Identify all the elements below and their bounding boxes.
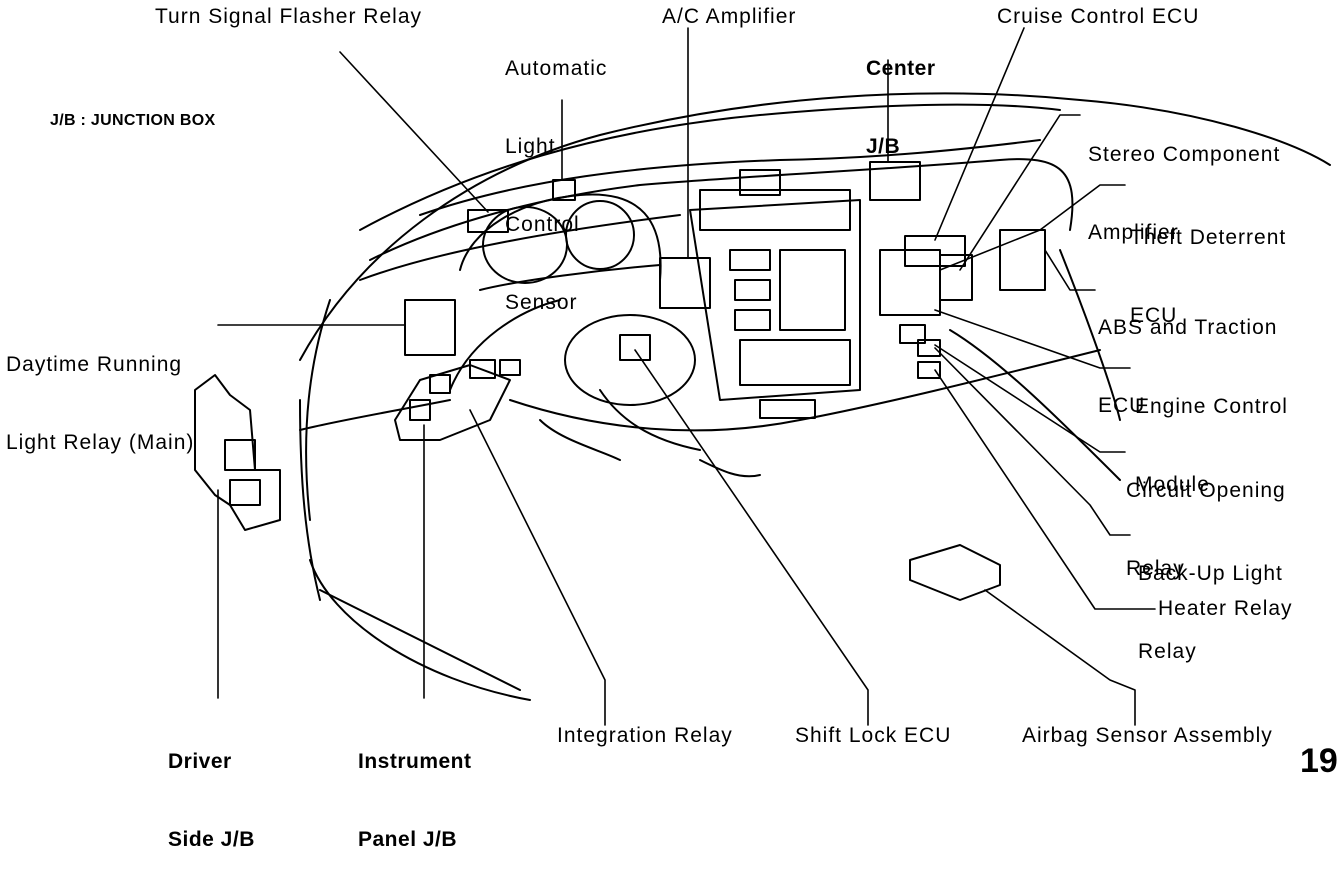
label-turn-signal-flasher-relay: Turn Signal Flasher Relay [155, 5, 422, 28]
label-line: Automatic [505, 57, 608, 80]
label-airbag-sensor-assembly: Airbag Sensor Assembly [1022, 724, 1273, 747]
component-location-diagram: J/B : JUNCTION BOX Turn Signal Flasher R… [6, 4, 1338, 851]
label-theft-deterrent-ecu: Theft Deterrent ECU [1130, 173, 1286, 355]
label-instrument-panel-jb: Instrument Panel J/B [358, 697, 472, 879]
label-cruise-control-ecu: Cruise Control ECU [997, 5, 1200, 28]
label-line: Panel J/B [358, 828, 458, 851]
label-daytime-running-light-relay: Daytime Running Light Relay (Main) [6, 300, 194, 482]
label-abs-traction-ecu: ABS and Traction ECU [1098, 263, 1277, 445]
label-line: Theft Deterrent [1130, 226, 1287, 249]
label-center-jb: Center J/B [866, 4, 936, 186]
label-circuit-opening-relay: Circuit Opening Relay [1126, 426, 1286, 608]
label-line: Stereo Component [1088, 143, 1281, 166]
label-line: Center [866, 57, 936, 80]
label-heater-relay: Heater Relay [1158, 597, 1293, 620]
label-driver-side-jb: Driver Side J/B [168, 697, 255, 879]
label-automatic-light-control-sensor: Automatic Light Control Sensor [505, 4, 607, 342]
label-line: Back-Up Light [1138, 562, 1283, 585]
label-ac-amplifier: A/C Amplifier [662, 5, 797, 28]
label-line: ECU [1130, 304, 1178, 327]
label-stereo-component-amplifier: Stereo Component Amplifier [1088, 90, 1280, 272]
label-line: Light [505, 135, 556, 158]
label-line: Control [505, 213, 580, 236]
label-line: Driver [168, 750, 232, 773]
label-line: J/B [866, 135, 901, 158]
label-line: Amplifier [1088, 221, 1179, 244]
label-integration-relay: Integration Relay [557, 724, 733, 747]
junction-box-note: J/B : JUNCTION BOX [50, 112, 216, 129]
dashboard-illustration [194, 27, 1331, 726]
label-line: Circuit Opening [1126, 479, 1286, 502]
label-engine-control-module: Engine Control Module [1135, 342, 1288, 524]
label-line: Instrument [358, 750, 472, 773]
label-line: Daytime Running [6, 353, 183, 376]
page-number: 19 [1300, 742, 1338, 780]
label-line: Module [1135, 473, 1210, 496]
label-backup-light-relay: Back-Up Light Relay [1138, 509, 1283, 691]
label-line: ECU [1098, 394, 1146, 417]
label-line: Light Relay (Main) [6, 431, 195, 454]
label-line: Side J/B [168, 828, 255, 851]
label-line: ABS and Traction [1098, 316, 1278, 339]
label-line: Sensor [505, 291, 578, 314]
label-line: Engine Control [1135, 395, 1288, 418]
label-line: Relay [1138, 640, 1197, 663]
label-line: Relay [1126, 557, 1185, 580]
label-shift-lock-ecu: Shift Lock ECU [795, 724, 952, 747]
